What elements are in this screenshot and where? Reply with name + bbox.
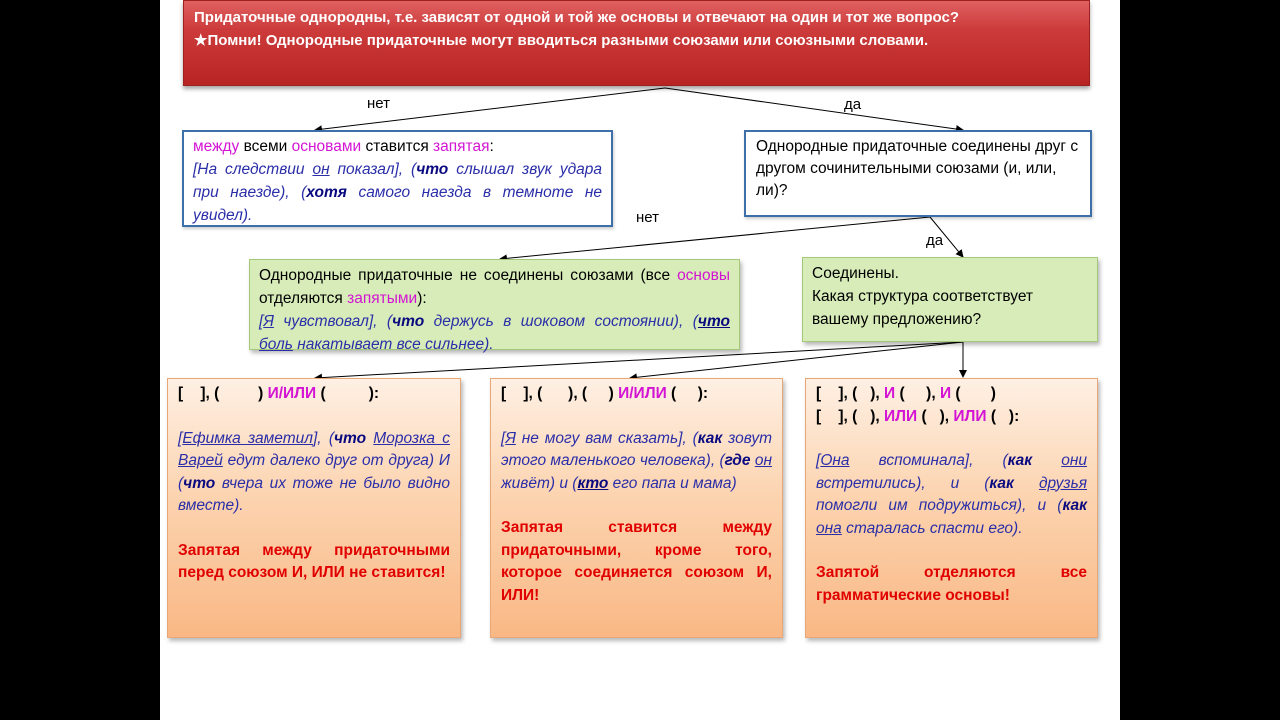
rule-col3: Запятой отделяются все грамматические ос…: [816, 564, 1087, 604]
arrow-col1: [314, 341, 964, 382]
star-icon: ★: [194, 32, 208, 49]
arrow-yes-2: [929, 216, 964, 258]
example-2: [Я чувствовал], (что держусь в шоковом с…: [259, 313, 730, 353]
rule-col1: Запятая между придаточными перед союзом …: [178, 541, 450, 582]
arrow-yes-1: [664, 87, 964, 133]
example-col2: [Я не могу вам сказать], (как зовут этог…: [501, 429, 772, 492]
slide: Придаточные однородны, т.е. зависят от о…: [160, 0, 1120, 720]
header-question: Придаточные однородны, т.е. зависят от о…: [194, 9, 959, 26]
rule-col2: Запятая ставится между придаточными, кро…: [501, 519, 772, 604]
example-1: [На следствии он показал], (что слышал з…: [193, 161, 603, 224]
formula-3a: [ ], ( ), И ( ), И ( ): [816, 385, 996, 402]
example-col1: [Ефимка заметил], (что Морозка с Варей е…: [178, 429, 450, 515]
box-joined: Соединены. Какая структура соответствует…: [802, 257, 1098, 342]
header-reminder: ★Помни! Однородные придаточные могут вво…: [194, 32, 929, 49]
box-comma-between-all: между всеми основами ставится запятая: […: [182, 130, 613, 227]
box-structure-1: [ ], ( ) И/ИЛИ ( ): [Ефимка заметил], (ч…: [167, 378, 461, 638]
box-structure-2: [ ], ( ), ( ) И/ИЛИ ( ): [Я не могу вам …: [490, 378, 783, 638]
label-no-2: нет: [636, 209, 659, 226]
label-yes-2: да: [926, 232, 944, 249]
formula-1: [ ], ( ) И/ИЛИ ( ):: [178, 385, 380, 402]
question-header: Придаточные однородны, т.е. зависят от о…: [183, 0, 1090, 86]
arrow-no-2: [499, 216, 931, 263]
label-no-1: нет: [367, 95, 390, 112]
arrow-no-1: [314, 87, 666, 134]
box-structure-3: [ ], ( ), И ( ), И ( ) [ ], ( ), ИЛИ ( )…: [805, 378, 1098, 638]
arrow-col2: [629, 341, 964, 382]
formula-3b: [ ], ( ), ИЛИ ( ), ИЛИ ( ):: [816, 407, 1020, 425]
box-coordinating-question: Однородные придаточные соединены друг с …: [744, 130, 1092, 217]
label-yes-1: да: [844, 96, 862, 113]
box-not-joined: Однородные придаточные не соединены союз…: [249, 259, 740, 353]
example-col3: [Она вспоминала], (как они встретились),…: [816, 452, 1087, 537]
formula-2: [ ], ( ), ( ) И/ИЛИ ( ):: [501, 385, 709, 402]
flow-arrows: [314, 87, 967, 382]
